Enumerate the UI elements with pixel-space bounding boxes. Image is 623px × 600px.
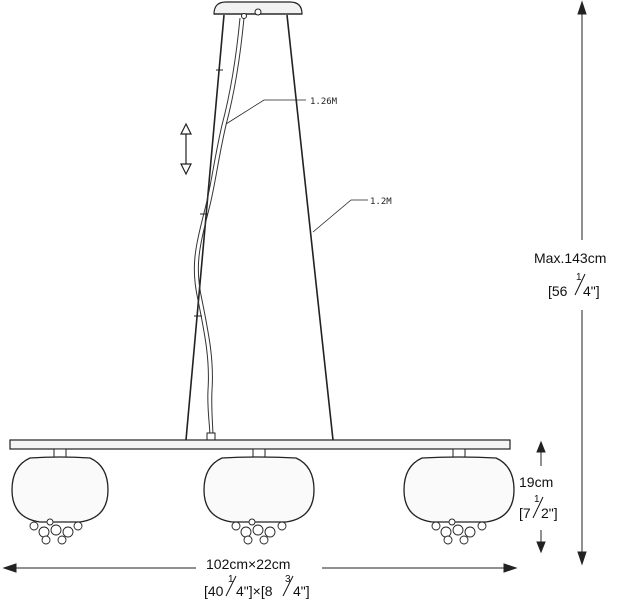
overall-width-dimension bbox=[2, 563, 518, 573]
max-height-fraction-num: 1 bbox=[576, 272, 582, 283]
mounting-bar bbox=[9, 439, 511, 450]
depth-fraction-slash bbox=[282, 575, 294, 597]
adjust-height-arrow-icon bbox=[180, 122, 192, 176]
wire-clips bbox=[194, 69, 223, 317]
max-height-inch-whole: [56 bbox=[548, 283, 568, 299]
width-fraction-slash bbox=[225, 575, 237, 597]
shade-height-inch-den: 2"] bbox=[541, 505, 558, 521]
shade-left bbox=[11, 448, 109, 545]
width-fraction-num: 1 bbox=[228, 574, 234, 585]
max-height-fraction-slash bbox=[574, 273, 586, 296]
shade-right bbox=[403, 448, 515, 545]
depth-fraction-num: 3 bbox=[285, 574, 291, 585]
ceiling-canopy bbox=[213, 1, 303, 19]
max-height-label: Max.143cm bbox=[534, 250, 606, 266]
max-height-inch-den: 4"] bbox=[583, 283, 600, 299]
overall-width-label: 102cm×22cm bbox=[206, 556, 290, 572]
cable-length-label: 1.26M bbox=[310, 97, 338, 107]
depth-fraction-den: 4"] bbox=[293, 583, 310, 599]
shade-height-fraction-slash bbox=[532, 496, 544, 519]
power-cable bbox=[193, 17, 245, 439]
cable-entry bbox=[206, 432, 216, 441]
shade-height-inch-whole: [7 bbox=[519, 505, 531, 521]
shade-height-fraction-num: 1 bbox=[534, 494, 540, 505]
width-inch-whole: [40 bbox=[204, 583, 224, 599]
shade-height-label: 19cm bbox=[519, 474, 553, 490]
wire-length-label: 1.2M bbox=[370, 197, 392, 207]
shade-center bbox=[203, 448, 315, 545]
width-fraction-den: 4"]×[8 bbox=[236, 583, 273, 599]
max-height-dimension bbox=[577, 0, 587, 566]
leader-lines bbox=[225, 99, 368, 233]
shade-height-dimension bbox=[536, 440, 546, 554]
